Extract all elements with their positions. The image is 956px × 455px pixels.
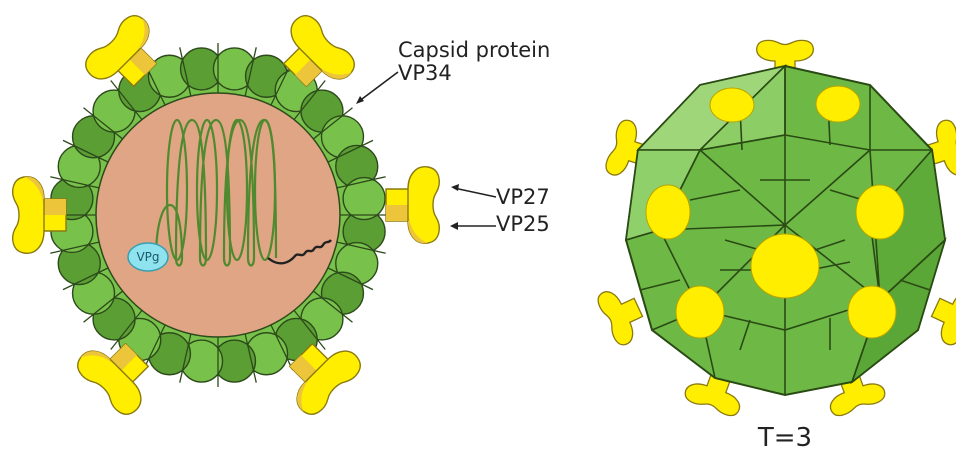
capsomer-disc [856,185,904,239]
vp27-arrowhead [451,184,459,191]
vp34-arrowhead [356,96,364,104]
capsomer-disc [751,234,819,298]
spike [386,167,439,244]
capsomer-disc [848,286,896,338]
capsid-protein-label: Capsid protein [398,38,550,62]
vp25-arrowhead [450,222,458,230]
capsomer-disc [816,86,860,122]
capsid-core [96,93,340,337]
icosahedral-capsid [595,40,956,418]
capsomer-disc [646,185,690,239]
vp34-label: VP34 [398,61,452,85]
capsomer [343,178,385,220]
vp34-arrow [358,72,398,102]
capsomer-disc [676,286,724,338]
vp25-label: VP25 [496,212,550,236]
vpg-label: VPg [136,250,159,264]
triangulation-caption: T=3 [757,423,812,453]
virion-cross-section: VPg [13,10,440,420]
annotations: Capsid protein VP34 VP27 VP25 [356,38,550,236]
vp27-label: VP27 [496,185,550,209]
vp27-arrow [454,188,496,197]
capsomer-disc [710,88,754,122]
